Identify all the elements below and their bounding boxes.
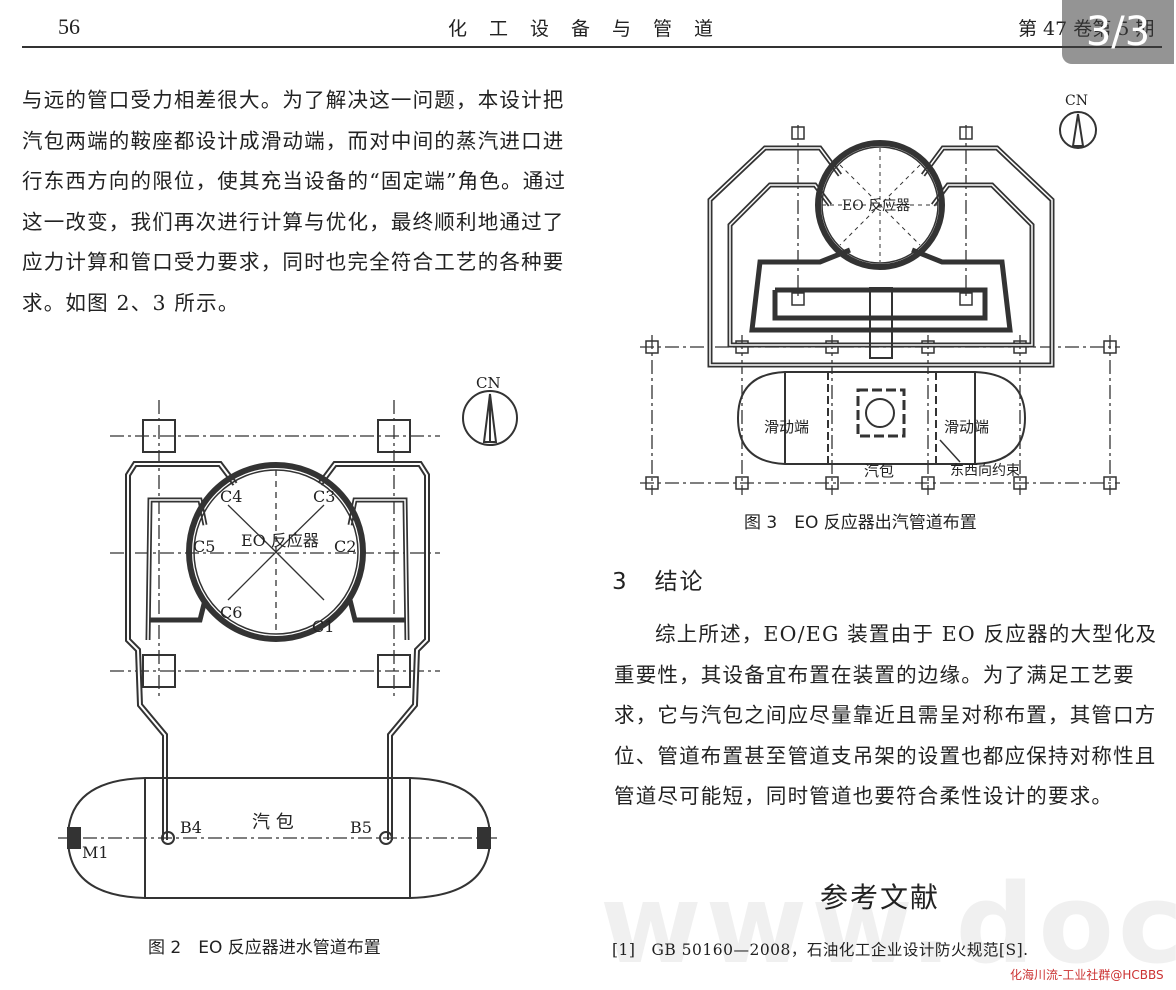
figure-2-caption: 图 2 EO 反应器进水管道布置 bbox=[148, 938, 381, 958]
fig2-nozzle-c5: C5 bbox=[193, 537, 215, 556]
watermark: www.docin.com bbox=[600, 860, 1176, 988]
fig3-slide-left: 滑动端 bbox=[764, 418, 809, 436]
fig2-nozzle-c6: C6 bbox=[220, 603, 242, 622]
fig2-reactor-label: EO 反应器 bbox=[241, 531, 319, 550]
references-heading: 参考文献 bbox=[820, 881, 941, 914]
fig2-nozzle-c4: C4 bbox=[220, 487, 242, 506]
section-number: 3 bbox=[612, 569, 629, 595]
fig3-reactor-circle bbox=[815, 140, 945, 270]
page-counter-badge[interactable]: 3/3 bbox=[1062, 0, 1174, 64]
header-rule bbox=[22, 46, 1162, 48]
section-title: 结论 bbox=[654, 569, 705, 595]
journal-title: 化工设备与管道 bbox=[448, 18, 736, 40]
fig2-nozzle-c1: C1 bbox=[312, 617, 334, 636]
fig2-nozzle-b4: B4 bbox=[180, 818, 202, 837]
fig2-nozzle-c3: C3 bbox=[313, 487, 335, 506]
section-heading: 3 结论 bbox=[612, 562, 731, 596]
fig3-drum-label: 汽包 bbox=[864, 462, 894, 480]
fig2-nozzle-c2: C2 bbox=[334, 537, 356, 556]
compass-icon bbox=[462, 390, 518, 446]
conclusion-paragraph: 综上所述，EO/EG 装置由于 EO 反应器的大型化及重要性，其设备宜布置在装置… bbox=[614, 622, 1158, 808]
figure-3-caption: 图 3 EO 反应器出汽管道布置 bbox=[744, 513, 977, 533]
fig3-reactor-label: EO 反应器 bbox=[842, 197, 910, 214]
fig3-compass-label: CN bbox=[1065, 93, 1088, 109]
page-number: 56 bbox=[58, 14, 80, 39]
fig2-compass-label: CN bbox=[476, 374, 501, 392]
footer-tag: 化海川流-工业社群@HCBBS bbox=[1010, 968, 1164, 982]
compass-icon bbox=[1059, 111, 1097, 149]
fig2-drum-label: 汽 包 bbox=[252, 812, 294, 833]
fig3-constraint-label: 东西向约束 bbox=[950, 463, 1020, 479]
reactor-circle bbox=[186, 462, 366, 642]
fig2-manhole-m1: M1 bbox=[82, 843, 109, 862]
fig3-slide-right: 滑动端 bbox=[944, 418, 989, 436]
reference-item: [1] GB 50160—2008，石油化工企业设计防火规范[S]. bbox=[612, 941, 1029, 959]
body-paragraph-left: 与远的管口受力相差很大。为了解决这一问题，本设计把汽包两端的鞍座都设计成滑动端，… bbox=[22, 88, 567, 315]
fig2-nozzle-b5: B5 bbox=[350, 818, 372, 837]
